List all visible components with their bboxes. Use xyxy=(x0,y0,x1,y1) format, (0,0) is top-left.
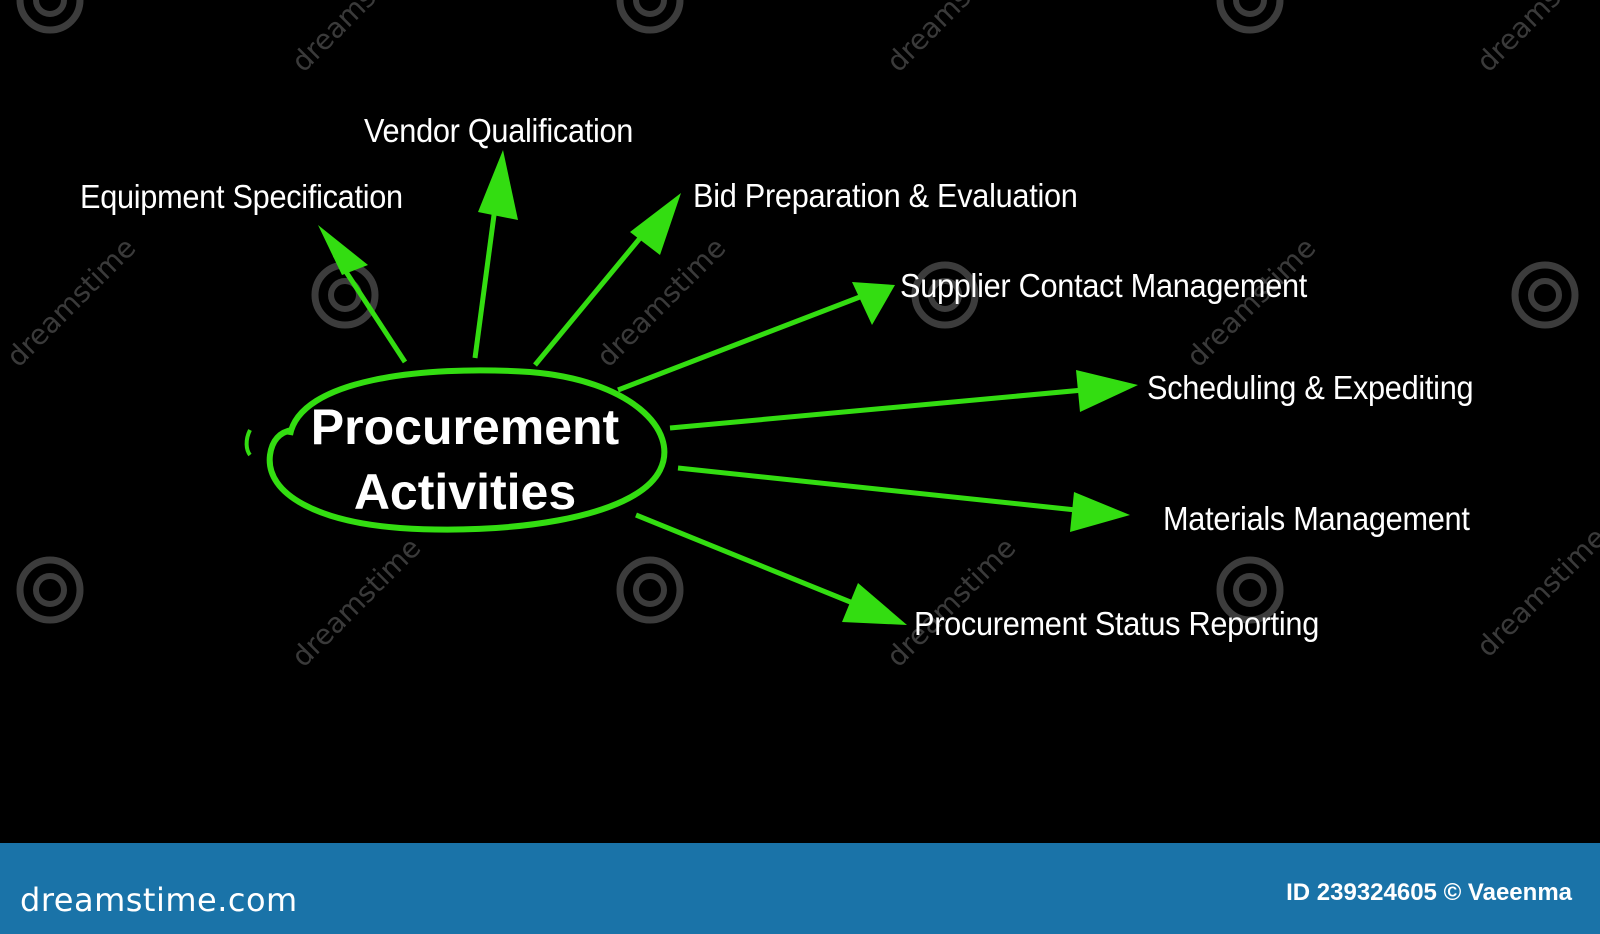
arrow-shaft-reporting xyxy=(635,512,876,615)
node-scheduling: Scheduling & Expediting xyxy=(1147,369,1474,406)
watermark-spiral-icon xyxy=(1216,0,1284,34)
arrowhead-equipment xyxy=(318,225,368,275)
node-equipment-specification: Equipment Specification xyxy=(80,178,403,215)
arrow-shaft-supplier xyxy=(617,292,866,393)
watermark-spiral-icon xyxy=(16,556,84,624)
arrowhead-bid xyxy=(630,193,681,255)
center-ellipse xyxy=(266,367,668,533)
watermark-spiral-icon xyxy=(616,0,684,34)
arrow-shaft-bid xyxy=(533,218,657,367)
arrowhead-materials xyxy=(1070,492,1130,532)
footer-brand: dreamstime.com xyxy=(20,881,298,919)
center-ellipse-tail xyxy=(244,429,252,457)
arrowhead-scheduling xyxy=(1076,370,1138,412)
arrow-shaft-materials xyxy=(677,465,1096,515)
footer-credit: ID 239324605 © Vaeenma xyxy=(1286,879,1572,906)
diagram-canvas: dreamstime dreamstime dreamstime dreamst… xyxy=(0,0,1600,674)
node-vendor-qualification: Vendor Qualification xyxy=(364,112,634,149)
watermark-spiral-icon xyxy=(1511,261,1579,329)
arrowhead-vendor xyxy=(478,150,518,220)
center-title-line1: Procurement xyxy=(310,399,620,455)
arrowhead-supplier xyxy=(852,282,895,325)
watermark-spiral-icon xyxy=(911,261,979,329)
node-bid-preparation: Bid Preparation & Evaluation xyxy=(693,177,1078,214)
center-title: Procurement Activities xyxy=(300,395,630,525)
node-materials: Materials Management xyxy=(1163,500,1470,537)
node-status-reporting: Procurement Status Reporting xyxy=(914,605,1320,642)
watermark-spiral-icon xyxy=(16,0,84,34)
footer-bar: dreamstime.com ID 239324605 © Vaeenma xyxy=(0,843,1600,934)
arrow-shaft-scheduling xyxy=(669,385,1106,431)
watermark-spiral-icon xyxy=(616,556,684,624)
diagram-graphics xyxy=(244,150,1138,625)
arrowhead-reporting xyxy=(842,583,907,625)
node-supplier-contact: Supplier Contact Management xyxy=(900,267,1308,304)
watermark-spiral-icon xyxy=(1216,556,1284,624)
center-title-line2: Activities xyxy=(353,464,577,520)
